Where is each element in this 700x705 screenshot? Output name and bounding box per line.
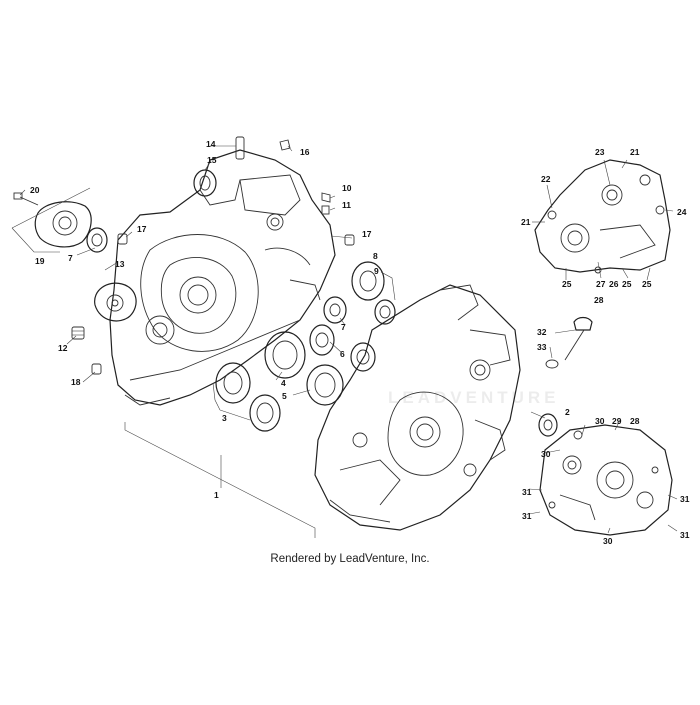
callout-30c: 30 (603, 536, 613, 546)
callout-17b: 17 (362, 229, 372, 239)
pin-14 (235, 136, 245, 160)
dowel-18 (91, 363, 102, 375)
callout-21a: 21 (630, 147, 640, 157)
callout-19: 19 (35, 256, 45, 266)
inset-bottom-right (539, 424, 673, 536)
callout-26: 26 (609, 279, 619, 289)
callout-9: 9 (374, 266, 379, 276)
callout-30b: 30 (541, 449, 551, 459)
callout-33: 33 (537, 342, 547, 352)
callout-18: 18 (71, 377, 81, 387)
seal-7-left (86, 227, 108, 253)
callout-10: 10 (342, 183, 352, 193)
callout-24: 24 (677, 207, 687, 217)
callout-5: 5 (282, 391, 287, 401)
callout-2: 2 (565, 407, 570, 417)
callout-11: 11 (342, 200, 351, 210)
callout-25b: 25 (622, 279, 632, 289)
callout-8: 8 (373, 251, 378, 261)
callout-4: 4 (281, 378, 286, 388)
callout-23: 23 (595, 147, 605, 157)
inset-top-right (534, 159, 671, 274)
oil-pump-cover (13, 192, 92, 248)
callout-16: 16 (300, 147, 310, 157)
dowel-17-left (117, 233, 128, 245)
bolt-16 (279, 139, 291, 151)
callout-27: 27 (596, 279, 606, 289)
callout-7b: 7 (341, 322, 346, 332)
callout-13: 13 (115, 259, 125, 269)
callout-29: 29 (612, 416, 622, 426)
callout-22: 22 (541, 174, 551, 184)
callout-3: 3 (222, 413, 227, 423)
callout-28b: 28 (630, 416, 640, 426)
fitting-10 (321, 192, 331, 203)
callout-17a: 17 (137, 224, 147, 234)
dowel-17-right (344, 234, 355, 246)
seal-2 (538, 413, 558, 437)
oil-pump-housing (94, 282, 137, 322)
callout-28a: 28 (594, 295, 604, 305)
render-credit: Rendered by LeadVenture, Inc. (270, 553, 430, 565)
right-crankcase-half (314, 284, 521, 531)
callout-20: 20 (30, 185, 40, 195)
filter-12 (71, 326, 85, 340)
callout-31b: 31 (680, 494, 690, 504)
callout-1: 1 (214, 490, 219, 500)
bearings-center (215, 261, 396, 432)
callout-14: 14 (206, 139, 216, 149)
callout-31c: 31 (522, 511, 532, 521)
callout-25c: 25 (642, 279, 652, 289)
callout-31a: 31 (522, 487, 532, 497)
callout-30a: 30 (595, 416, 605, 426)
left-crankcase-half (109, 149, 336, 406)
callout-21b: 21 (521, 217, 531, 227)
watermark-text: LEADVENTURE (388, 388, 560, 407)
callout-25a: 25 (562, 279, 572, 289)
callout-12: 12 (58, 343, 68, 353)
callout-labels: 1 2 3 4 5 6 7 7 8 9 10 11 12 13 14 15 16… (30, 139, 690, 546)
callout-32: 32 (537, 327, 547, 337)
callout-7a: 7 (68, 253, 73, 263)
callout-6: 6 (340, 349, 345, 359)
callout-15: 15 (207, 155, 217, 165)
leader-lines (11, 145, 678, 538)
dipstick-32 (545, 316, 593, 369)
o-ring-33 (545, 359, 559, 369)
bolt-11 (321, 205, 330, 215)
callout-31d: 31 (680, 530, 690, 540)
